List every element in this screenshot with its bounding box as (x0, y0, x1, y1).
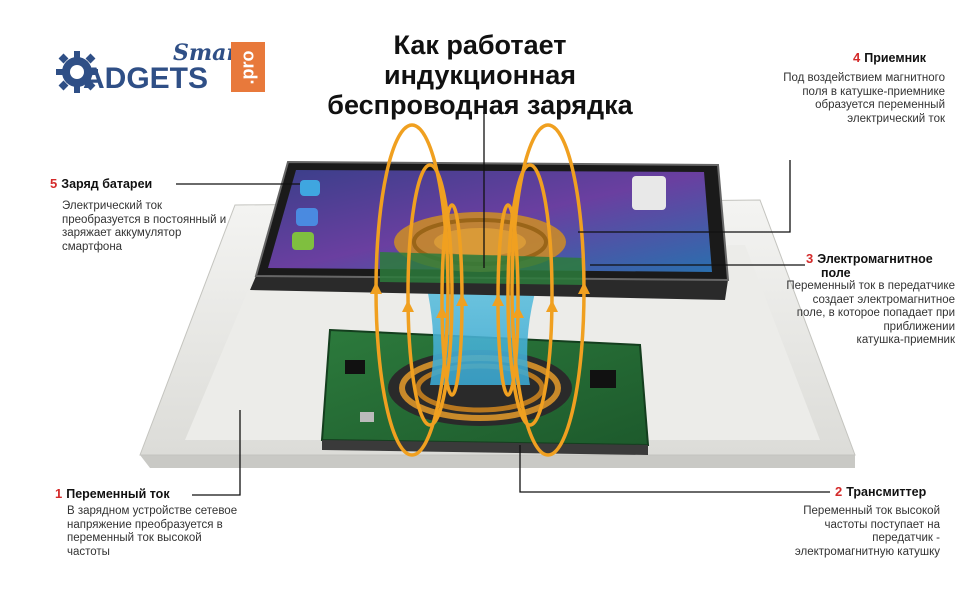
smartphone (250, 160, 730, 300)
logo-pro-badge: .pro (231, 42, 265, 92)
gear-icon (56, 51, 98, 93)
field-direction-arrows (370, 282, 590, 318)
page-title: Как работает индукционная беспроводная з… (327, 30, 633, 120)
leader-lines (176, 112, 830, 496)
logo-gadgets-text: ADGETS (83, 62, 209, 95)
smart-gadgets-logo: Smart ADGETS .pro (55, 38, 275, 98)
